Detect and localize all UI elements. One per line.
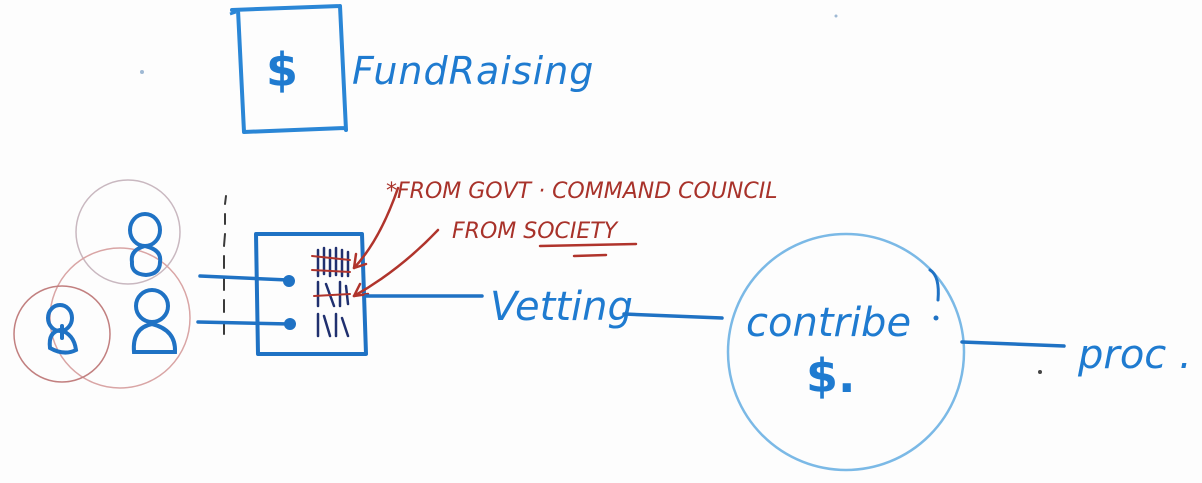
vetting-label: Vetting [490,284,633,330]
note-from-govt: *FROM GOVT · COMMAND COUNCIL [386,179,778,204]
proc-label: proc . [1077,332,1192,378]
person-icon [131,288,178,354]
contribute-dollar: $. [806,349,855,403]
person-icon [46,303,79,355]
stray-dot [140,70,144,74]
stray-dot [834,14,838,18]
contribute-label: contribe [746,300,911,346]
fund-box [196,232,368,356]
connector-contribute-proc [960,340,1066,348]
dashed-divider [223,195,227,335]
svg-text:FROM SOCIETY: FROM SOCIETY [452,219,619,244]
page-title: FundRaising [352,49,594,93]
note-society-word: SOCIETY [523,219,618,244]
arrow-govt-to-box [352,186,400,270]
stray-dot [1038,370,1042,374]
title-dollar-box [229,4,348,134]
connector-vetting-contribute [622,312,724,320]
note-society-prefix: FROM [452,219,523,244]
note-from-society: FROM SOCIETY [452,219,638,258]
person-icon [128,212,163,278]
contribute-circle [726,232,966,472]
people-cluster [13,179,191,389]
title-dollar-icon: $ [266,43,298,97]
